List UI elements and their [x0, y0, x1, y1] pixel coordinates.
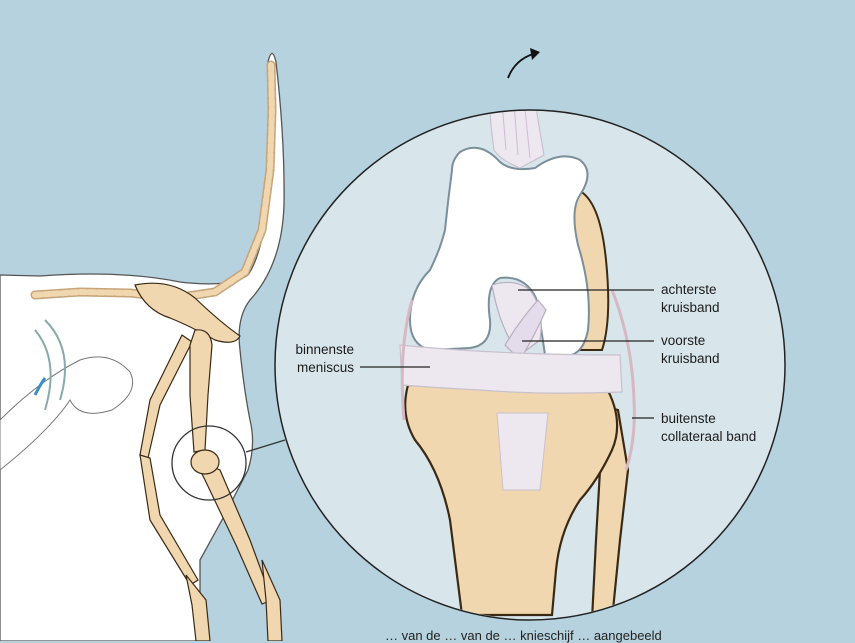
dog-skeleton-illustration [0, 52, 286, 641]
quadriceps-tendon [488, 111, 545, 169]
caption-text: … van de … van de … knieschijf … aangebe… [385, 628, 662, 643]
anterior-cruciate-ligament-shape [504, 299, 547, 361]
knee-highlight-circle [171, 425, 247, 501]
tibial-tuberosity-ligament [496, 412, 549, 491]
medial-collateral-ligament-shape [400, 299, 414, 421]
zoom-connector-line [245, 439, 286, 453]
rotation-arrowhead [530, 48, 540, 60]
femur [408, 146, 590, 357]
rotation-arrow [507, 53, 534, 79]
label-lateral-collateral-ligament: buitenste collateraal band [661, 411, 757, 444]
label-posterior-cruciate-ligament: achterste kruisband [661, 282, 720, 315]
dog-knee-joint [190, 449, 220, 475]
pelvis [134, 282, 241, 343]
lateral-collateral-ligament-shape [610, 289, 636, 471]
tendon-fibers [499, 111, 531, 159]
tibia [404, 383, 619, 617]
meniscus-band [399, 344, 623, 394]
label-medial-meniscus: binnenste meniscus [295, 342, 354, 375]
spine [30, 60, 277, 303]
ribcage [34, 319, 66, 411]
label-anterior-cruciate-ligament: voorste kruisband [661, 333, 720, 366]
dog-belly-fur [0, 356, 134, 471]
dog-femur-rear [189, 329, 213, 453]
dog-front-paw-bones [185, 574, 211, 641]
spine-vertebrae [32, 62, 276, 302]
dog-metatarsal [261, 559, 283, 641]
dog-tibia-front [139, 454, 199, 586]
knee-zoom-detail [274, 48, 786, 621]
rib-accent [33, 377, 47, 396]
